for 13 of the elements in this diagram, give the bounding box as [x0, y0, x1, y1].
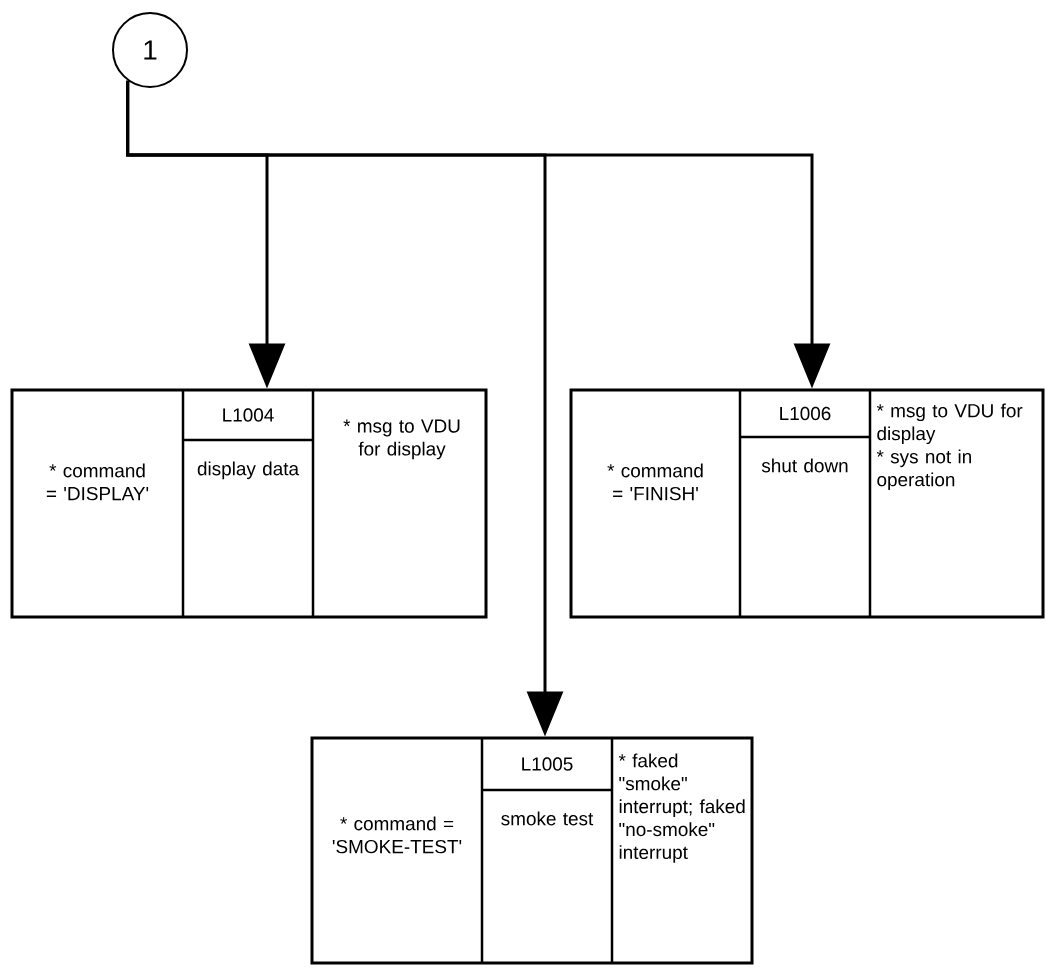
condition-text: * command = 'DISPLAY' [46, 463, 149, 501]
result-text: * msg to VDU for display [343, 419, 460, 460]
condition-text: * command = 'FINISH' [607, 463, 703, 501]
result-text: * faked "smoke" interrupt; faked "no-smoke" interrupt [618, 753, 745, 863]
result-text: * sys not in operation [876, 449, 971, 491]
label-text: L1004 [223, 408, 274, 422]
process-text: smoke test [501, 811, 594, 826]
process-text: display data [197, 461, 299, 480]
label-text: L1005 [522, 757, 573, 771]
label-text: L1006 [780, 406, 831, 421]
result-text: * msg to VDU for display [876, 403, 1023, 445]
condition-text: * command = 'SMOKE-TEST' [332, 816, 462, 854]
process-text: shut down [761, 458, 848, 473]
